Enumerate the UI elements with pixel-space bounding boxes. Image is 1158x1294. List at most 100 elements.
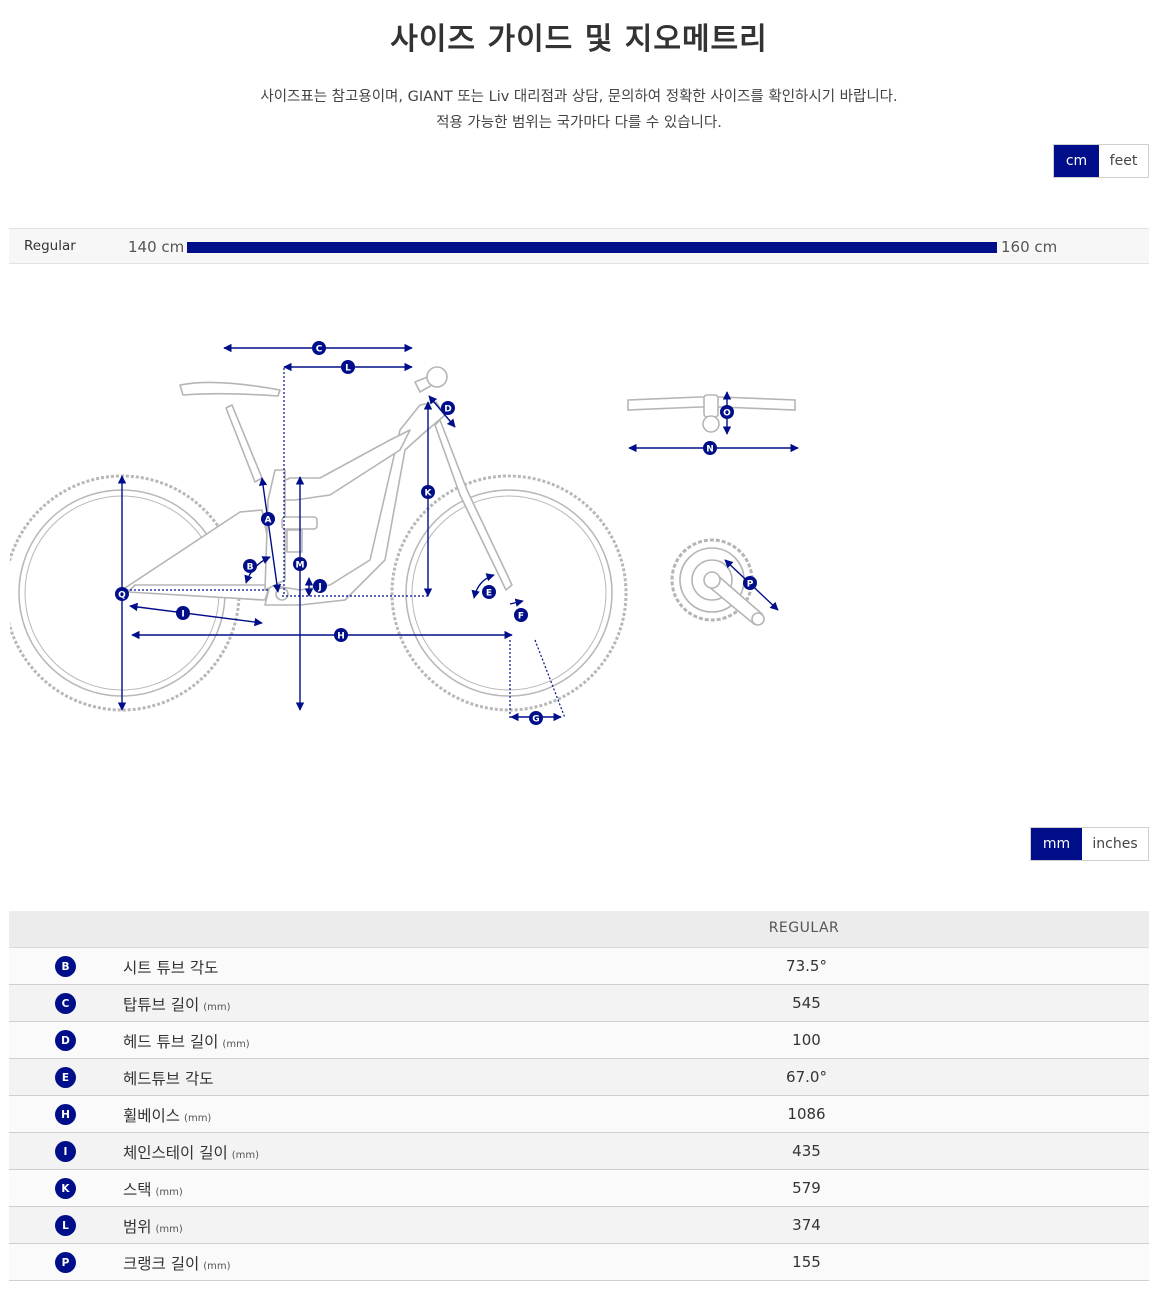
diagram-badge-circle bbox=[441, 401, 455, 415]
table-row: D 헤드 튜브 길이(mm) 100 bbox=[9, 1022, 1149, 1059]
height-unit-toggle: cm feet bbox=[1053, 144, 1149, 178]
diagram-label-o: O bbox=[720, 405, 734, 419]
row-badge: H bbox=[55, 1104, 76, 1125]
row-name: 체인스테이 길이 bbox=[123, 1144, 228, 1162]
diagram-badge-text: D bbox=[444, 405, 451, 415]
range-bar bbox=[187, 242, 997, 253]
row-badge: K bbox=[55, 1178, 76, 1199]
diagram-badge-circle bbox=[514, 608, 528, 622]
diagram-label-p: P bbox=[743, 576, 757, 590]
diagram-label-g: G bbox=[529, 711, 543, 725]
geometry-diagram: A B C D E F G H I J K L M N O P Q bbox=[10, 341, 799, 725]
row-unit: (mm) bbox=[203, 1002, 231, 1013]
row-value: 100 bbox=[792, 1031, 821, 1049]
length-unit-toggle: mm inches bbox=[1030, 827, 1149, 861]
diagram-badge-text: G bbox=[532, 715, 539, 725]
row-name: 스택 bbox=[123, 1181, 152, 1199]
measurement-arrows bbox=[117, 343, 562, 722]
diagram-badge-text: N bbox=[706, 445, 714, 455]
row-badge: D bbox=[55, 1030, 76, 1051]
diagram-badge-text: Q bbox=[118, 591, 126, 601]
table-row: H 휠베이스(mm) 1086 bbox=[9, 1096, 1149, 1133]
row-value: 1086 bbox=[787, 1105, 826, 1123]
diagram-badge-circle bbox=[243, 559, 257, 573]
diagram-label-b: B bbox=[243, 559, 257, 573]
handlebar bbox=[627, 394, 796, 433]
inches-option[interactable]: inches bbox=[1092, 836, 1138, 852]
diagram-badge-circle bbox=[341, 360, 355, 374]
diagram-badge-circle bbox=[720, 405, 734, 419]
diagram-badge-circle bbox=[421, 485, 435, 499]
diagram-label-f: F bbox=[514, 608, 528, 622]
diagram-badge-text: L bbox=[345, 364, 351, 374]
diagram-label-n: N bbox=[703, 441, 717, 455]
row-label: 크랭크 길이(mm) bbox=[123, 1252, 231, 1274]
row-name: 범위 bbox=[123, 1218, 152, 1236]
row-badge: C bbox=[55, 993, 76, 1014]
diagram-label-c: C bbox=[312, 341, 326, 355]
row-label: 헤드 튜브 길이(mm) bbox=[123, 1030, 250, 1052]
diagram-badge-text: C bbox=[316, 345, 323, 355]
row-name: 크랭크 길이 bbox=[123, 1255, 200, 1273]
row-value: 67.0° bbox=[786, 1068, 827, 1086]
mm-option[interactable]: mm bbox=[1031, 828, 1082, 860]
diagram-badge-circle bbox=[313, 579, 327, 593]
row-unit: (mm) bbox=[155, 1224, 183, 1235]
table-row: B 시트 튜브 각도 73.5° bbox=[9, 948, 1149, 985]
row-badge: P bbox=[55, 1252, 76, 1273]
diagram-label-i: I bbox=[176, 606, 190, 620]
row-value: 579 bbox=[792, 1179, 821, 1197]
bike-frame bbox=[121, 366, 513, 606]
column-header-regular: REGULAR bbox=[768, 920, 840, 936]
row-name: 헤드 튜브 길이 bbox=[123, 1033, 219, 1051]
diagram-badge-text: E bbox=[486, 589, 492, 599]
row-value: 73.5° bbox=[786, 957, 827, 975]
diagram-badge-text: P bbox=[747, 580, 754, 590]
row-unit: (mm) bbox=[155, 1187, 183, 1198]
diagram-badge-circle bbox=[261, 512, 275, 526]
row-badge: B bbox=[55, 956, 76, 977]
row-label: 체인스테이 길이(mm) bbox=[123, 1141, 259, 1163]
diagram-label-k: K bbox=[421, 485, 435, 499]
row-label: 시트 튜브 각도 bbox=[123, 956, 222, 978]
row-unit: (mm) bbox=[231, 1150, 260, 1161]
row-badge: I bbox=[55, 1141, 76, 1162]
diagram-badge-text: I bbox=[181, 610, 184, 620]
diagram-badge-text: J bbox=[317, 583, 321, 593]
diagram-badge-circle bbox=[293, 557, 307, 571]
row-badge: L bbox=[55, 1215, 76, 1236]
row-name: 헤드튜브 각도 bbox=[123, 1070, 214, 1088]
intro-line-2: 적용 가능한 범위는 국가마다 다를 수 있습니다. bbox=[436, 115, 722, 131]
diagram-badge-text: M bbox=[296, 561, 305, 571]
diagram-badge-text: H bbox=[337, 632, 345, 642]
row-name: 휠베이스 bbox=[123, 1107, 181, 1125]
diagram-badge-text: A bbox=[265, 516, 272, 526]
diagram-label-q: Q bbox=[115, 587, 129, 601]
row-label: 스택(mm) bbox=[123, 1178, 183, 1200]
row-label: 휠베이스(mm) bbox=[123, 1104, 211, 1126]
intro-text: 사이즈표는 참고용이며, GIANT 또는 Liv 대리점과 상담, 문의하여 … bbox=[0, 84, 1158, 136]
diagram-badge-text: O bbox=[723, 409, 731, 419]
diagram-label-d: D bbox=[441, 401, 455, 415]
diagram-label-h: H bbox=[334, 628, 348, 642]
diagram-label-j: J bbox=[313, 579, 327, 593]
size-range-row: Regular 140 cm 160 cm bbox=[9, 228, 1149, 264]
row-unit: (mm) bbox=[222, 1039, 250, 1050]
page-title: 사이즈 가이드 및 지오메트리 bbox=[390, 22, 768, 57]
cm-option[interactable]: cm bbox=[1054, 145, 1099, 177]
geometry-table-header: REGULAR bbox=[9, 911, 1149, 948]
row-name: 탑튜브 길이 bbox=[123, 996, 200, 1014]
diagram-badge-text: K bbox=[425, 489, 433, 499]
row-value: 435 bbox=[792, 1142, 821, 1160]
front-wheel bbox=[390, 474, 628, 712]
row-unit: (mm) bbox=[184, 1113, 212, 1124]
range-min: 140 cm bbox=[128, 238, 185, 256]
feet-option[interactable]: feet bbox=[1109, 153, 1138, 169]
diagram-badge-circle bbox=[743, 576, 757, 590]
diagram-badge-circle bbox=[529, 711, 543, 725]
